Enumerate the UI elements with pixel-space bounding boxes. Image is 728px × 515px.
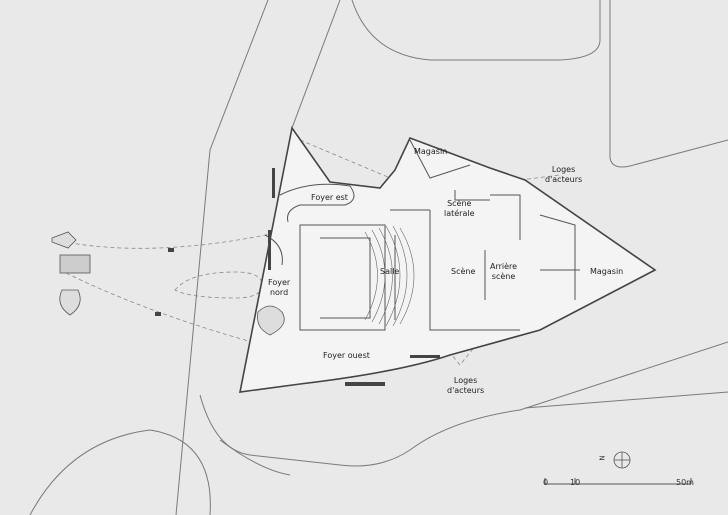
site-roads [29,0,728,515]
label-scene-laterale-line2: latérale [444,209,475,218]
label-scene-laterale-line1: Scène [447,199,472,208]
label-magasin-right: Magasin [590,267,624,276]
label-magasin-top: Magasin [414,147,448,156]
label-loges-top-line1: Loges [551,165,576,174]
site-objects [51,231,285,336]
label-loges-top-line2: d'acteurs [545,175,583,184]
label-scene-laterale: Scène latérale [444,199,475,219]
scale-tick-50: 50m [676,478,694,487]
label-foyer-est: Foyer est [311,193,348,202]
scale-tick-0: 0 [543,478,549,487]
label-arriere-scene-line2: scène [491,272,516,281]
label-foyer-nord: Foyer nord [268,278,290,298]
label-loges-bottom-line1: Loges [453,376,478,385]
label-scene: Scène [451,267,476,276]
label-arriere-scene-line1: Arrière [490,262,518,271]
label-loges-bottom: Loges d'acteurs [447,376,484,396]
label-foyer-ouest: Foyer ouest [323,351,370,360]
structural-marks [155,168,440,386]
north-arrow-icon [613,451,631,469]
north-letter: N [598,455,607,461]
auditorium-seating [364,225,415,327]
label-foyer-nord-line2: nord [269,288,289,297]
scale-bar [544,478,692,485]
label-loges-top: Loges d'acteurs [545,165,582,185]
label-salle: Salle [380,267,400,276]
label-arriere-scene: Arrière scène [490,262,517,282]
scale-tick-10: 10 [570,478,581,487]
label-loges-bottom-line2: d'acteurs [447,386,485,395]
label-foyer-nord-line1: Foyer [268,278,291,287]
building-outline [238,126,657,393]
